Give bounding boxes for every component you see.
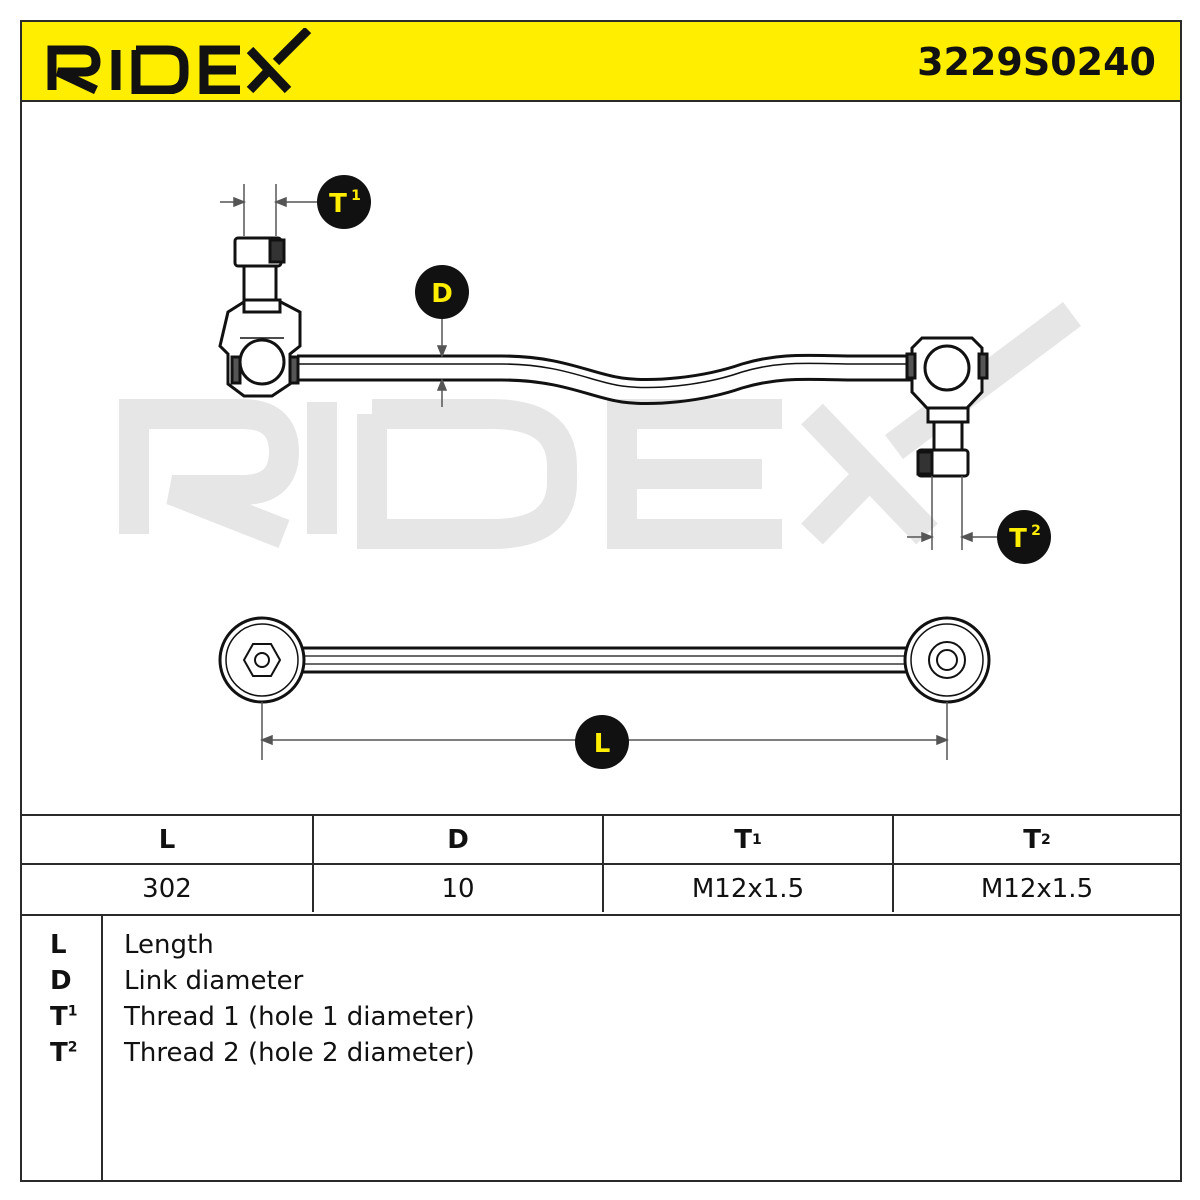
legend-item: L Length <box>22 930 1180 966</box>
legend-divider <box>101 914 103 1180</box>
spec-value-thread-1: M12x1.5 <box>602 865 892 912</box>
t2-dimension <box>907 476 1000 550</box>
legend-desc: Thread 2 (hole 2 diameter) <box>124 1038 475 1068</box>
part-number: 3229S0240 <box>917 40 1156 84</box>
legend-item: T2 Thread 2 (hole 2 diameter) <box>22 1038 1180 1074</box>
legend: L Length D Link diameter T1 Thread 1 (ho… <box>22 914 1180 1180</box>
legend-desc: Thread 1 (hole 1 diameter) <box>124 1002 475 1032</box>
legend-item: T1 Thread 1 (hole 1 diameter) <box>22 1002 1180 1038</box>
legend-key: T1 <box>50 1002 78 1032</box>
side-view <box>218 236 989 478</box>
l-badge: L <box>575 715 629 769</box>
ridex-logo <box>47 28 312 94</box>
svg-text:T: T <box>329 189 347 219</box>
left-ball-joint <box>218 236 302 398</box>
d-badge: D <box>415 265 469 319</box>
l-dimension <box>259 702 950 760</box>
t1-dimension <box>220 184 317 236</box>
legend-key: L <box>50 930 67 960</box>
ridex-watermark <box>119 301 1081 549</box>
header-bar: 3229S0240 <box>22 22 1180 102</box>
right-ball-joint <box>905 336 989 478</box>
d-dimension <box>436 317 448 407</box>
technical-drawing: T 1 D <box>22 102 1180 814</box>
spec-header-d: D <box>312 816 602 863</box>
svg-text:D: D <box>431 279 453 309</box>
legend-desc: Length <box>124 930 214 960</box>
product-sheet: 3229S0240 <box>20 20 1182 1182</box>
legend-desc: Link diameter <box>124 966 304 996</box>
t2-badge: T 2 <box>997 510 1051 564</box>
svg-text:2: 2 <box>1031 523 1041 539</box>
svg-text:T: T <box>1009 524 1027 554</box>
legend-key: D <box>50 966 72 996</box>
spec-value-diameter: 10 <box>312 865 602 912</box>
spec-values-row: 302 10 M12x1.5 M12x1.5 <box>22 865 1180 912</box>
spec-value-length: 302 <box>142 873 192 904</box>
legend-item: D Link diameter <box>22 966 1180 1002</box>
t1-badge: T 1 <box>317 175 371 229</box>
svg-text:1: 1 <box>351 188 361 204</box>
spec-value-thread-2: M12x1.5 <box>892 865 1180 912</box>
drawing-canvas: T 1 D <box>119 175 1081 769</box>
svg-text:L: L <box>594 729 611 759</box>
top-view <box>218 616 991 704</box>
spec-header-l: L <box>158 824 176 855</box>
legend-key: T2 <box>50 1038 78 1068</box>
